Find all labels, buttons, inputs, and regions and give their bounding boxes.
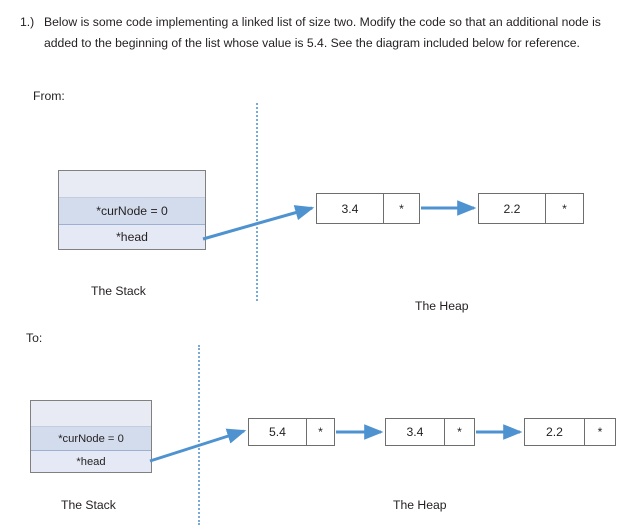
node-pointer: * (399, 201, 404, 216)
from-label: From: (33, 89, 65, 103)
heap-node-to-2: 2.2 * (524, 418, 616, 446)
node-pointer: * (318, 425, 323, 439)
node-value: 3.4 (317, 194, 384, 223)
stack-heap-divider-to (198, 345, 200, 525)
stack-box-from: *curNode = 0 *head (58, 170, 206, 250)
node-value: 3.4 (386, 419, 445, 445)
node-pointer: * (597, 425, 603, 439)
question-number: 1.) (20, 15, 35, 29)
node-pointer: * (562, 201, 567, 216)
stack-box-to: *curNode = 0 *head (30, 400, 152, 473)
to-label: To: (26, 331, 43, 345)
question-block: 1.) Below is some code implementing a li… (20, 12, 620, 53)
stack-row-curnode: *curNode = 0 (31, 426, 151, 451)
node-pointer: * (457, 425, 462, 439)
heap-node-from-1: 2.2 * (478, 193, 584, 224)
caption-the-heap-to: The Heap (393, 498, 447, 512)
stack-row-head: *head (59, 225, 205, 249)
node-value: 5.4 (249, 419, 307, 445)
stack-row-empty (59, 171, 205, 197)
node-value: 2.2 (479, 194, 546, 223)
caption-the-stack-from: The Stack (91, 284, 146, 298)
stack-row-empty (31, 401, 151, 426)
heap-node-from-0: 3.4 * (316, 193, 420, 224)
stack-heap-divider-from (256, 103, 258, 301)
heap-node-to-1: 3.4 * (385, 418, 475, 446)
node-value: 2.2 (525, 419, 585, 445)
caption-the-stack-to: The Stack (61, 498, 116, 512)
stack-row-curnode: *curNode = 0 (59, 197, 205, 225)
arrow-head-to-node-to (149, 428, 247, 463)
caption-the-heap-from: The Heap (415, 299, 469, 313)
heap-node-to-0: 5.4 * (248, 418, 335, 446)
question-text: Below is some code implementing a linked… (44, 15, 601, 50)
stack-row-head: *head (31, 451, 151, 472)
